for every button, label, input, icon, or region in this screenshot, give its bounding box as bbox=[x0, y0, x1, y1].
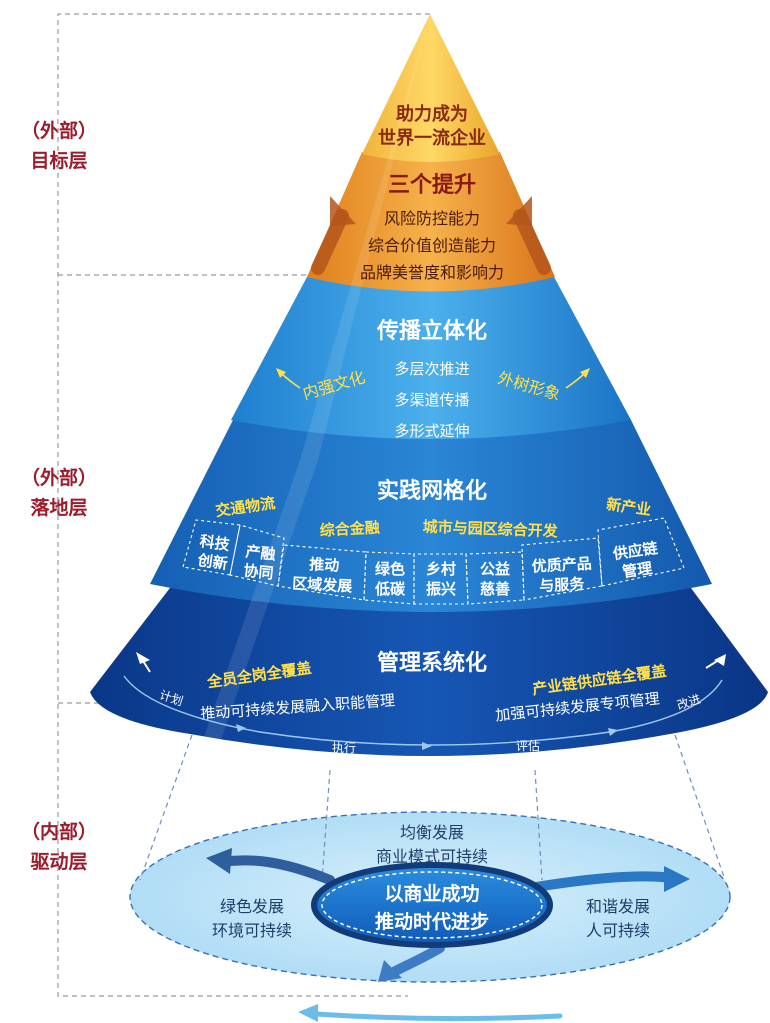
layer-label-target-name: 目标层 bbox=[30, 150, 88, 172]
grid-cell-2-line2: 协同 bbox=[243, 562, 275, 583]
grid-cell-1-line1: 科技 bbox=[199, 532, 232, 554]
practice-cells: 科技 创新 产融 协同 推动 区域发展 绿色 低碳 乡村 振兴 公益 慈善 优质… bbox=[196, 532, 660, 598]
communication-right-arrowhead bbox=[580, 368, 590, 378]
grid-cell-1-line2: 创新 bbox=[196, 551, 229, 573]
tier-communication bbox=[231, 275, 631, 439]
core-text-line2: 推动时代进步 bbox=[375, 910, 489, 933]
grid-cell-3-line2: 区域发展 bbox=[292, 574, 353, 595]
dashed-guides bbox=[57, 13, 430, 997]
communication-item-1: 多层次推进 bbox=[394, 360, 469, 378]
grid-cell-2-frame bbox=[229, 524, 285, 587]
improvement-item-3: 品牌美誉度和影响力 bbox=[360, 263, 504, 282]
improvement-arrowhead-right bbox=[506, 196, 532, 226]
management-outer-arrow-right bbox=[705, 657, 723, 669]
grid-cell-2-line1: 产融 bbox=[245, 543, 277, 564]
grid-cell-6-line1: 公益 bbox=[480, 560, 510, 578]
improvement-item-1: 风险防控能力 bbox=[384, 209, 480, 228]
bottom-arrow bbox=[298, 1004, 563, 1022]
improvement-title: 三个提升 bbox=[388, 172, 476, 198]
swirl-arrow-left bbox=[217, 855, 335, 885]
swirl-arrowhead-right bbox=[664, 866, 690, 892]
tier-apex bbox=[362, 14, 500, 162]
base-right-line1: 和谐发展 bbox=[586, 897, 650, 916]
grid-cell-4-line1: 绿色 bbox=[375, 560, 405, 578]
swirl-arrowhead-left bbox=[206, 848, 232, 874]
communication-left-arrowhead bbox=[276, 368, 286, 378]
grid-cell-7-frame bbox=[521, 537, 603, 601]
apex-line1: 助力成为 bbox=[396, 103, 468, 125]
grid-cell-4-line2: 低碳 bbox=[374, 580, 406, 598]
core-inner-ring bbox=[321, 871, 543, 939]
swirl-arrowhead-bottom bbox=[378, 960, 402, 982]
grid-cell-7-line1: 优质产品 bbox=[531, 554, 592, 575]
cycle-do: 执行 bbox=[332, 741, 356, 755]
communication-item-3: 多形式延伸 bbox=[394, 422, 469, 440]
base-left-line2: 环境可持续 bbox=[212, 921, 292, 940]
base-top-line1: 均衡发展 bbox=[400, 823, 464, 842]
layer-label-target-type: （外部） bbox=[20, 120, 97, 142]
grid-cell-3-line1: 推动 bbox=[309, 555, 340, 575]
grid-cell-7-line2: 与服务 bbox=[539, 575, 586, 595]
base-platform: 以商业成功 推动时代进步 均衡发展 商业模式可持续 绿色发展 环境可持续 和谐发… bbox=[129, 734, 731, 983]
base-right-line2: 人可持续 bbox=[586, 921, 650, 940]
communication-item-2: 多渠道传播 bbox=[394, 391, 469, 409]
practice-grid bbox=[182, 517, 685, 605]
base-top-line2: 商业模式可持续 bbox=[376, 847, 488, 866]
layer-label-driver-type: （内部） bbox=[20, 821, 97, 843]
layer-label-landing: （外部） 落地层 bbox=[0, 463, 118, 523]
cycle-check: 评估 bbox=[516, 739, 540, 753]
layer-label-landing-name: 落地层 bbox=[30, 497, 88, 519]
grid-cell-8-frame bbox=[597, 517, 685, 587]
cone bbox=[90, 14, 768, 760]
layer-label-landing-type: （外部） bbox=[20, 467, 97, 489]
grid-cell-3-frame bbox=[277, 544, 367, 601]
management-outer-arrowhead-left bbox=[136, 652, 150, 664]
improvement-arrowhead-left bbox=[330, 196, 356, 226]
layer-label-driver-name: 驱动层 bbox=[30, 851, 88, 873]
grid-cell-5-line2: 振兴 bbox=[426, 580, 456, 598]
grid-cell-6-line2: 慈善 bbox=[480, 580, 510, 598]
tier-improvement bbox=[307, 152, 555, 292]
practice-title: 实践网格化 bbox=[377, 478, 487, 504]
cycle-arrowhead-2 bbox=[422, 742, 432, 750]
grid-cell-5-line1: 乡村 bbox=[426, 560, 456, 578]
base-left-line1: 绿色发展 bbox=[220, 897, 284, 916]
tier-management bbox=[90, 584, 768, 756]
practice-group-finance: 综合金融 bbox=[319, 518, 380, 539]
management-title: 管理系统化 bbox=[377, 650, 487, 676]
layer-label-target: （外部） 目标层 bbox=[0, 116, 118, 176]
practice-group-urban: 城市与园区综合开发 bbox=[422, 518, 559, 541]
communication-title: 传播立体化 bbox=[376, 318, 487, 344]
grid-cell-8-line2: 管理 bbox=[621, 559, 653, 581]
cycle-arrowhead-1 bbox=[236, 724, 246, 732]
grid-cell-1-frame bbox=[182, 519, 241, 576]
cone-projection-lines bbox=[139, 734, 726, 881]
cycle-arrowhead-3 bbox=[608, 728, 618, 736]
core-text-line1: 以商业成功 bbox=[384, 882, 479, 905]
swirl-arrow-right bbox=[525, 871, 677, 893]
improvement-item-2: 综合价值创造能力 bbox=[368, 236, 496, 255]
core-ellipse bbox=[311, 862, 553, 948]
apex-line2: 世界一流企业 bbox=[378, 127, 486, 149]
layer-label-driver: （内部） 驱动层 bbox=[0, 817, 118, 877]
tier-practice bbox=[150, 418, 712, 612]
